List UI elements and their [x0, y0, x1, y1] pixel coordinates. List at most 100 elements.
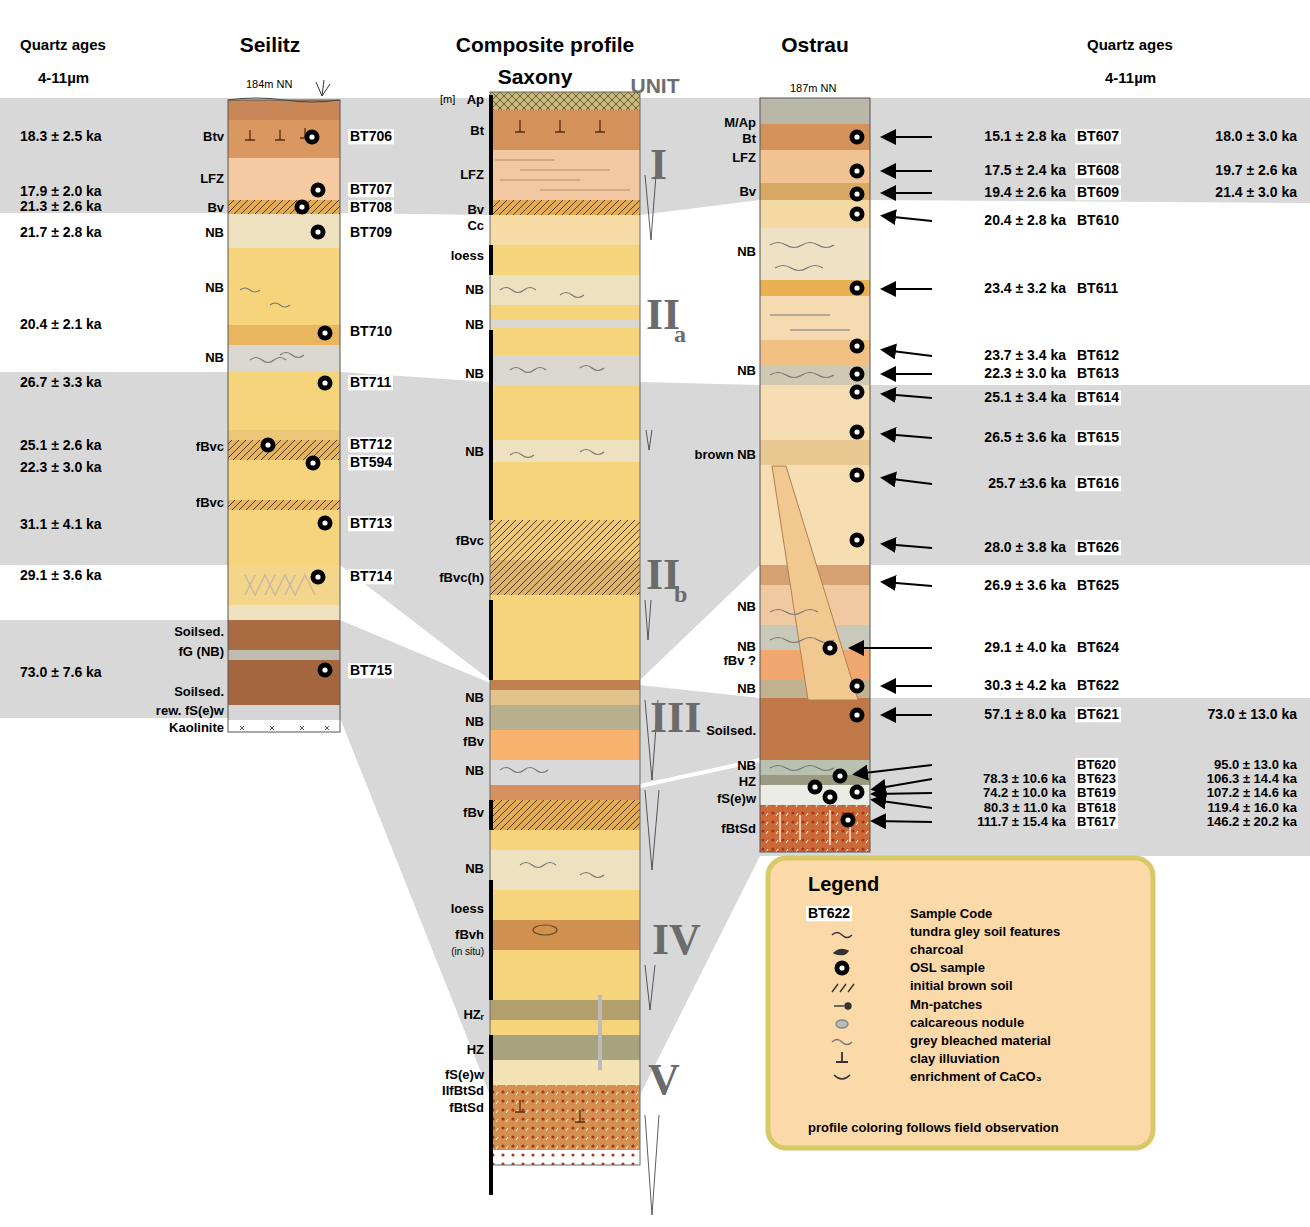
age-label: 107.2 ± 14.6 ka	[1207, 786, 1297, 800]
elevation-note: 187m NN	[790, 82, 836, 94]
horizon-label: NB	[737, 245, 756, 259]
composite-column	[490, 92, 640, 110]
composite-column	[490, 690, 640, 705]
age-label: 29.1 ± 3.6 ka	[20, 568, 102, 583]
composite-column	[490, 760, 640, 785]
legend-entry: OSL sample	[910, 961, 985, 975]
legend-symbols	[832, 1040, 852, 1045]
seilitz-column	[240, 726, 329, 730]
age-label: 74.2 ± 10.0 ka	[983, 786, 1066, 800]
sample-code: BT626	[1075, 540, 1121, 555]
age-label: 19.7 ± 2.6 ka	[1215, 163, 1297, 178]
osl-samples	[261, 130, 865, 828]
horizon-label: IIfBtSd	[442, 1084, 484, 1098]
age-label: 57.1 ± 8.0 ka	[984, 707, 1066, 722]
column-header: Quartz ages	[1087, 37, 1173, 54]
seilitz-column	[228, 510, 340, 565]
age-label: 80.3 ± 11.0 ka	[984, 801, 1066, 815]
horizon-label: fBvc	[456, 534, 484, 548]
profile-title: Saxony	[498, 65, 573, 88]
ostrau-column	[760, 98, 870, 852]
composite-column	[490, 520, 640, 560]
sample-arrows	[852, 137, 932, 822]
unit-subscript: a	[674, 321, 686, 347]
osl-samples	[850, 187, 865, 202]
sample-code: BT625	[1075, 578, 1121, 593]
composite-column	[515, 120, 605, 1122]
horizon-label: NB	[737, 682, 756, 696]
sample-code: BT616	[1075, 476, 1121, 491]
sample-arrows	[884, 170, 932, 172]
osl-samples	[311, 570, 326, 585]
horizon-label: fBvc	[196, 440, 224, 454]
sample-arrows	[884, 544, 932, 548]
sample-code: BT710	[348, 324, 394, 339]
ostrau-column	[760, 280, 870, 296]
horizon-label: fS(e)w	[445, 1068, 484, 1082]
age-label: 20.4 ± 2.1 ka	[20, 317, 102, 332]
unit-subscript: b	[674, 581, 687, 607]
composite-column	[490, 595, 640, 680]
age-label: 119.4 ± 16.0 ka	[1207, 801, 1297, 815]
sample-code: BT609	[1075, 185, 1121, 200]
osl-samples	[833, 769, 848, 784]
horizon-label: Cc	[467, 219, 484, 233]
ostrau-column	[760, 200, 870, 228]
sample-code: BT709	[348, 225, 394, 240]
horizon-label: loess	[451, 249, 484, 263]
age-label: 21.3 ± 2.6 ka	[20, 199, 102, 214]
composite-column	[490, 560, 640, 595]
sample-code: BT608	[1075, 163, 1121, 178]
legend-symbols	[834, 1005, 844, 1006]
composite-column	[490, 92, 659, 1215]
horizon-label: brown NB	[695, 448, 756, 462]
composite-column	[490, 320, 640, 328]
sample-code: BT714	[348, 569, 394, 584]
sample-arrows	[884, 478, 932, 484]
composite-column	[490, 200, 640, 215]
composite-column	[490, 440, 640, 462]
seilitz-column	[228, 720, 340, 732]
sample-code: BT619	[1075, 786, 1118, 800]
horizon-label: NB	[465, 691, 484, 705]
legend-entry: grey bleached material	[910, 1034, 1051, 1048]
legend-symbols	[836, 1052, 848, 1062]
osl-samples	[850, 708, 865, 723]
osl-samples	[850, 164, 865, 179]
osl-samples	[823, 790, 838, 805]
seilitz-column	[240, 288, 304, 363]
composite-column	[490, 92, 640, 110]
horizon-label: Bt	[470, 124, 484, 138]
seilitz-column	[228, 500, 340, 510]
horizon-label: HZ	[467, 1043, 484, 1057]
ostrau-column	[760, 98, 870, 124]
ostrau-column	[770, 243, 850, 771]
horizon-label: loess	[451, 902, 484, 916]
sample-code: BT614	[1075, 390, 1121, 405]
column-header: Quartz ages	[20, 37, 106, 54]
seilitz-column	[228, 650, 340, 660]
legend-symbols	[834, 949, 848, 954]
osl-samples	[850, 339, 865, 354]
sample-code: BT617	[1075, 815, 1118, 829]
profile-title: Ostrau	[781, 33, 849, 56]
composite-column	[500, 288, 604, 878]
age-label: 22.3 ± 3.0 ka	[984, 366, 1066, 381]
ostrau-column	[760, 98, 870, 852]
horizon-label: M/Ap	[724, 116, 756, 130]
ostrau-column	[760, 124, 870, 150]
legend-symbols	[835, 961, 850, 976]
horizon-label: fBv ?	[724, 654, 757, 668]
composite-column	[490, 200, 640, 215]
ostrau-column	[760, 805, 870, 852]
sample-code: BT621	[1075, 707, 1121, 722]
age-label: 18.3 ± 2.5 ka	[20, 129, 102, 144]
osl-samples	[850, 785, 865, 800]
osl-samples	[850, 385, 865, 400]
osl-samples	[850, 425, 865, 440]
horizon-label: HZᵣ	[463, 1008, 484, 1022]
composite-column	[490, 385, 640, 440]
sample-code: BT708	[348, 200, 394, 215]
sample-arrows	[884, 582, 932, 586]
